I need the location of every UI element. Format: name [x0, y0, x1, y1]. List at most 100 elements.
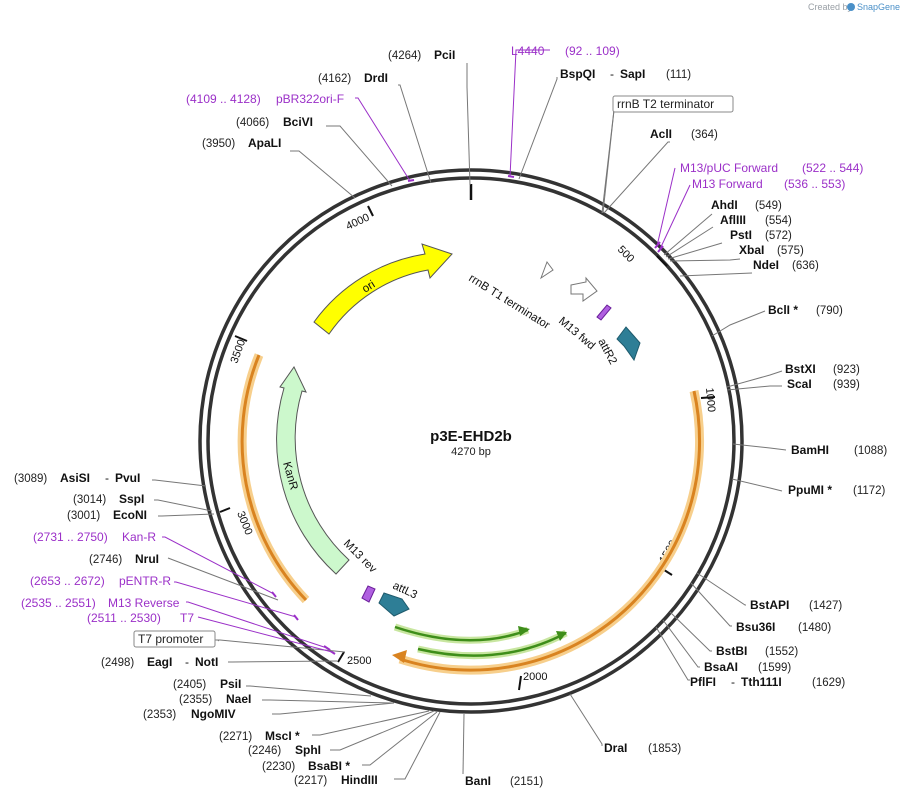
- site-bsaai-name: BsaAI: [704, 660, 738, 674]
- leader-lines: [152, 63, 787, 780]
- m13-rev-feature: [361, 585, 376, 603]
- site-eagi-name: EagI: [147, 655, 172, 669]
- snapgene-logo-icon: [847, 3, 855, 11]
- kanr-outer-arc: [240, 354, 308, 602]
- site-bspqi-name: BspQI: [560, 67, 595, 81]
- backbone: [198, 168, 744, 714]
- site-sspi-name: SspI: [119, 492, 144, 506]
- site-apali-pos: (3950): [202, 138, 235, 150]
- site-drdi-pos: (4162): [318, 73, 351, 85]
- site-asisi-name: AsiSI: [60, 471, 90, 485]
- site-msci-pos: (2271): [219, 731, 252, 743]
- insert-arc: [399, 390, 702, 672]
- tick-marks: [219, 205, 716, 691]
- site-hindiii-name: HindIII: [341, 773, 378, 787]
- plasmid-name: p3E-EHD2b: [430, 428, 512, 445]
- site-bsabi-pos: (2230): [262, 761, 295, 773]
- green-arc-1-arrowhead: [518, 626, 530, 636]
- site-bspqi-dash: -: [610, 67, 614, 81]
- site-acli-pos: (364): [691, 129, 718, 141]
- rrnb-t1-feature-arrow: [570, 276, 598, 302]
- primer-m13fwd-range: (536 .. 553): [784, 177, 845, 191]
- site-bspqi-pos: (111): [666, 69, 691, 81]
- m13-fwd-label: M13 fwd: [556, 315, 597, 352]
- site-psti-name: PstI: [730, 228, 752, 242]
- site-naei-pos: (2355): [179, 694, 212, 706]
- primer-leader-lines: [162, 49, 691, 653]
- site-psii-name: PsiI: [220, 677, 241, 691]
- site-sapi-name: SapI: [620, 67, 645, 81]
- site-nrui-pos: (2746): [89, 554, 122, 566]
- site-bstbi-pos: (1552): [765, 646, 798, 658]
- m13-rev-label: M13 rev: [341, 538, 379, 576]
- site-bcli-pos: (790): [816, 305, 843, 317]
- plasmid-length: 4270 bp: [451, 446, 491, 458]
- site-scai-name: ScaI: [787, 377, 812, 391]
- m13-fwd-feature: [596, 304, 612, 321]
- rrnb-t2-feature-arrow: [539, 260, 554, 280]
- site-ppumi-name: PpuMI *: [788, 483, 832, 497]
- primer-m13puc-name: M13/pUC Forward: [680, 161, 778, 175]
- site-xbai-name: XbaI: [739, 243, 764, 257]
- primer-pentr-name: pENTR-R: [119, 574, 171, 588]
- primer-l4440-range: (92 .. 109): [565, 44, 620, 58]
- primer-pentr-range: (2653 .. 2672): [30, 574, 105, 588]
- site-econi-pos: (3001): [67, 510, 100, 522]
- t7-promoter-label: T7 promoter: [138, 632, 203, 646]
- site-ppumi-pos: (1172): [853, 485, 886, 497]
- site-ngomiv-pos: (2353): [143, 709, 176, 721]
- site-bsu36i-pos: (1480): [798, 622, 831, 634]
- primer-kanr-range: (2731 .. 2750): [33, 530, 108, 544]
- site-scai-pos: (939): [833, 379, 860, 391]
- green-arc-1: [394, 625, 529, 642]
- site-bstapi-name: BstAPI: [750, 598, 789, 612]
- primer-pbr322-range: (4109 .. 4128): [186, 92, 261, 106]
- green-arc-2-arrowhead: [556, 631, 567, 641]
- site-hindiii-pos: (2217): [294, 775, 327, 787]
- site-msci-name: MscI *: [265, 729, 300, 743]
- site-asisi-pos: (3089): [14, 473, 47, 485]
- site-bani-pos: (2151): [510, 776, 543, 788]
- site-bamhi-pos: (1088): [854, 445, 887, 457]
- site-ndei-name: NdeI: [753, 258, 779, 272]
- tick-label-2500: 2500: [347, 655, 371, 667]
- site-psti-pos: (572): [765, 230, 792, 242]
- site-eagi-pos: (2498): [101, 657, 134, 669]
- site-drdi-name: DrdI: [364, 71, 388, 85]
- ori-label: ori: [360, 279, 377, 296]
- attl3-feature: [378, 592, 410, 617]
- rrnb-t2-label-box: [612, 95, 734, 113]
- site-ngomiv-name: NgoMIV: [191, 707, 236, 721]
- primer-t7-name: T7: [180, 611, 194, 625]
- rrnb-t2-label: rrnB T2 terminator: [617, 97, 714, 111]
- primer-t7-range: (2511 .. 2530): [87, 611, 161, 625]
- site-tth111i-name: Tth111I: [741, 675, 782, 689]
- tick-label-2000: 2000: [523, 671, 547, 683]
- site-bsabi-name: BsaBI *: [308, 759, 350, 773]
- tick-label-3500: 3500: [229, 338, 249, 365]
- primer-m13fwd-name: M13 Forward: [692, 177, 763, 191]
- site-drai-name: DraI: [604, 741, 627, 755]
- tick-label-500: 500: [615, 244, 636, 265]
- primer-l4440-name: L4440: [511, 44, 545, 58]
- site-naei-name: NaeI: [226, 692, 251, 706]
- credit-brand: SnapGene: [857, 2, 900, 12]
- site-nrui-name: NruI: [135, 552, 159, 566]
- site-asisi-dash: -: [105, 471, 109, 485]
- site-ahdi-name: AhdI: [711, 198, 738, 212]
- site-bani-name: BanI: [465, 774, 491, 788]
- tick-label-4000: 4000: [344, 211, 371, 232]
- t7-promoter-label-box: [133, 630, 216, 648]
- site-bstxi-pos: (923): [833, 364, 860, 376]
- primer-kanr-name: Kan-R: [122, 530, 156, 544]
- site-bsaai-pos: (1599): [758, 662, 791, 674]
- site-pcii-pos: (4264): [388, 50, 421, 62]
- site-ndei-pos: (636): [792, 260, 819, 272]
- site-pflfi-pos: (1629): [812, 677, 845, 689]
- site-apali-name: ApaLI: [248, 136, 281, 150]
- site-pvui-name: PvuI: [115, 471, 140, 485]
- site-noti-name: NotI: [195, 655, 218, 669]
- site-econi-name: EcoNI: [113, 508, 147, 522]
- site-bamhi-name: BamHI: [791, 443, 829, 457]
